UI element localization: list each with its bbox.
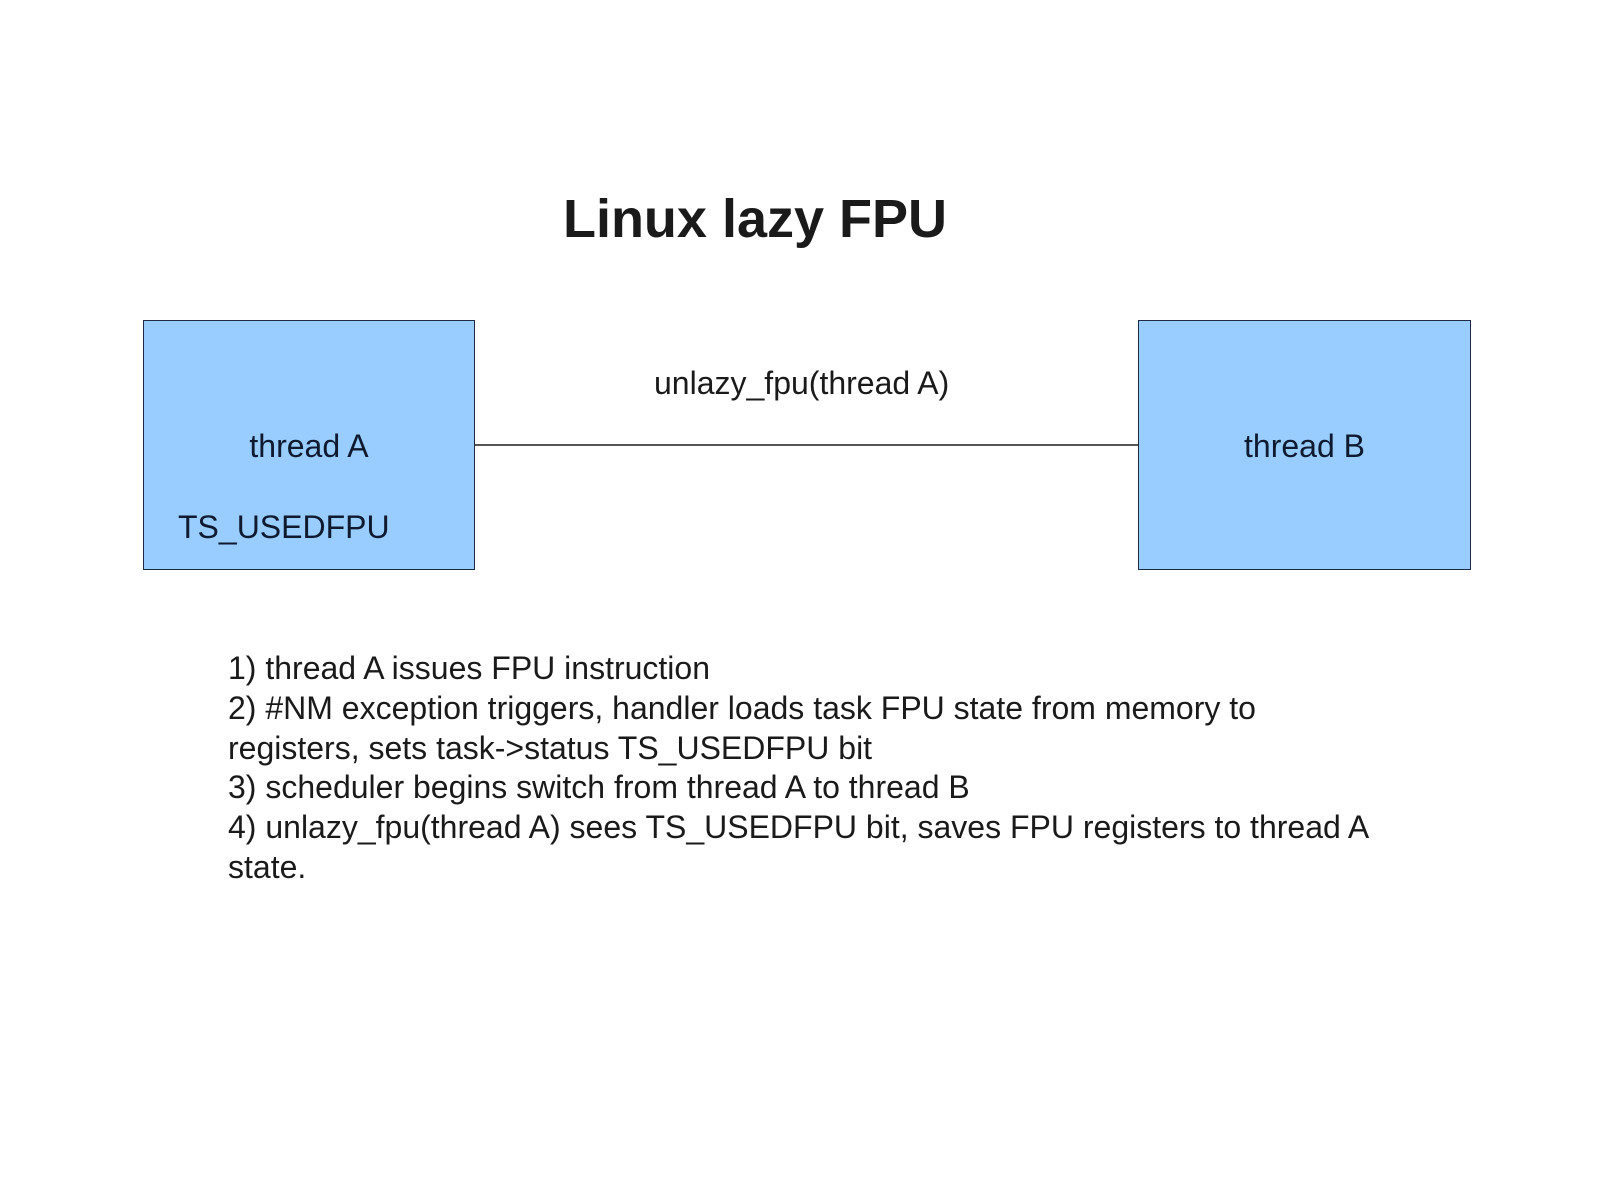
- step-item: 2) #NM exception triggers, handler loads…: [228, 689, 1256, 766]
- thread-b-label: thread B: [1244, 428, 1365, 464]
- thread-a-flag-label: TS_USEDFPU: [178, 509, 390, 545]
- steps-list: 1) thread A issues FPU instruction 2) #N…: [228, 649, 1388, 888]
- step-item: 4) unlazy_fpu(thread A) sees TS_USEDFPU …: [228, 809, 1368, 885]
- step-item: 3) scheduler begins switch from thread A…: [228, 769, 970, 806]
- thread-a-label: thread A: [249, 428, 369, 464]
- connector-label: unlazy_fpu(thread A): [654, 365, 950, 401]
- thread-b-box: thread B: [1138, 320, 1471, 570]
- thread-a-box: thread A TS_USEDFPU: [143, 320, 475, 570]
- thread-connector-line: [475, 444, 1138, 446]
- step-item: 1) thread A issues FPU instruction: [228, 650, 710, 686]
- slide-title: Linux lazy FPU: [562, 189, 948, 249]
